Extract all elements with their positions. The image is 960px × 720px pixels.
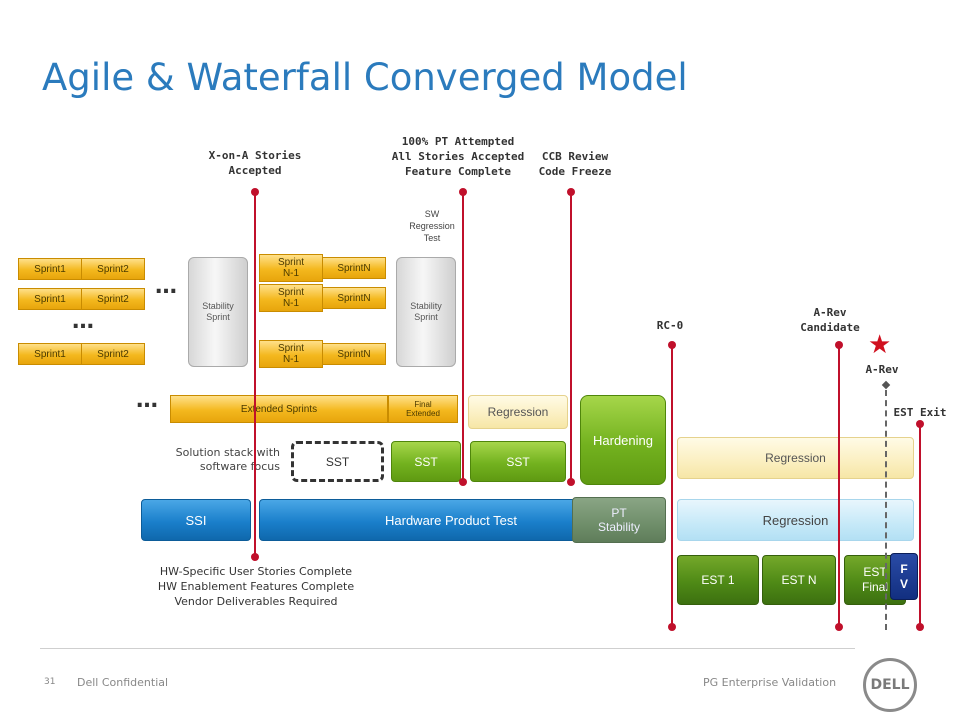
sprint2-row3: Sprint2: [81, 343, 145, 365]
sprint-n1-row1: Sprint N-1: [259, 254, 323, 282]
final-extended-bar: Final Extended: [388, 395, 458, 423]
arev-dashed-line: [885, 390, 887, 630]
footer-org: PG Enterprise Validation: [703, 676, 837, 689]
milestone-ccb-line: [570, 192, 572, 482]
pt-stability-block: PT Stability: [572, 497, 666, 543]
milestone-est-exit-label: EST Exit: [893, 406, 947, 419]
milestone-est-exit-dot-bottom: [916, 623, 924, 631]
solution-stack-label: Solution stack with software focus: [175, 446, 280, 473]
milestone-arev-candidate-label: A-Rev Candidate: [800, 306, 860, 334]
milestone-arev-candidate-line: [838, 345, 840, 627]
sprint1-row3: Sprint1: [18, 343, 82, 365]
ellipsis-right-of-sprints: …: [155, 274, 180, 299]
sprintn-row1: SprintN: [322, 257, 386, 279]
stability-sprint-2: Stability Sprint: [396, 257, 456, 367]
milestone-arev-label: A-Rev: [865, 363, 899, 376]
milestone-rc0-dot-bottom: [668, 623, 676, 631]
fv-block: F V: [890, 553, 918, 600]
milestone-pt100-line: [462, 192, 464, 482]
stability-sprint-1: Stability Sprint: [188, 257, 248, 367]
ellipsis-extended: …: [136, 388, 161, 413]
milestone-xona-dot-bottom: [251, 553, 259, 561]
extended-sprints-bar: Extended Sprints: [170, 395, 388, 423]
arev-diamond-icon: [881, 380, 891, 390]
sprintn-row2: SprintN: [322, 287, 386, 309]
ssi-block: SSI: [141, 499, 251, 541]
footer-page-number: 31: [44, 677, 56, 687]
sprint2-row2: Sprint2: [81, 288, 145, 310]
milestone-arev-candidate-dot-bottom: [835, 623, 843, 631]
milestone-xona-line: [254, 192, 256, 557]
milestone-rc0-label: RC-0: [656, 319, 684, 332]
sprintn-row3: SprintN: [322, 343, 386, 365]
est1-block: EST 1: [677, 555, 759, 605]
milestone-rc0-line: [671, 345, 673, 627]
ellipsis-between-rows: …: [72, 309, 97, 334]
page-title: Agile & Waterfall Converged Model: [42, 56, 688, 99]
sw-regression-test-label: SW Regression Test: [409, 209, 455, 243]
sprint-n1-row3: Sprint N-1: [259, 340, 323, 368]
sprint-n1-row2: Sprint N-1: [259, 284, 323, 312]
footer-divider: [40, 648, 855, 649]
milestone-pt100-dot-bottom: [459, 478, 467, 486]
milestone-ccb-label: CCB Review Code Freeze: [538, 150, 612, 178]
milestone-ccb-dot-bottom: [567, 478, 575, 486]
estn-block: EST N: [762, 555, 836, 605]
dell-logo: DELL: [863, 658, 917, 712]
hw-notes: HW-Specific User Stories Complete HW Ena…: [157, 565, 355, 608]
sst-dashed-block: SST: [291, 441, 384, 482]
milestone-pt100-label: 100% PT Attempted All Stories Accepted F…: [391, 135, 525, 178]
star-icon: ★: [868, 329, 892, 359]
milestone-xona-label: X-on-A Stories Accepted: [208, 149, 302, 177]
footer-confidential: Dell Confidential: [77, 676, 169, 689]
dell-logo-text: DELL: [870, 677, 910, 693]
sst-green-block-2: SST: [470, 441, 566, 482]
sprint1-row2: Sprint1: [18, 288, 82, 310]
regression-right-block-2: Regression: [677, 499, 914, 541]
sprint1-row1: Sprint1: [18, 258, 82, 280]
sst-green-block-1: SST: [391, 441, 461, 482]
hardening-block: Hardening: [580, 395, 666, 485]
regression-right-block-1: Regression: [677, 437, 914, 479]
milestone-est-exit-line: [919, 424, 921, 627]
regression-top-block: Regression: [468, 395, 568, 429]
sprint2-row1: Sprint2: [81, 258, 145, 280]
